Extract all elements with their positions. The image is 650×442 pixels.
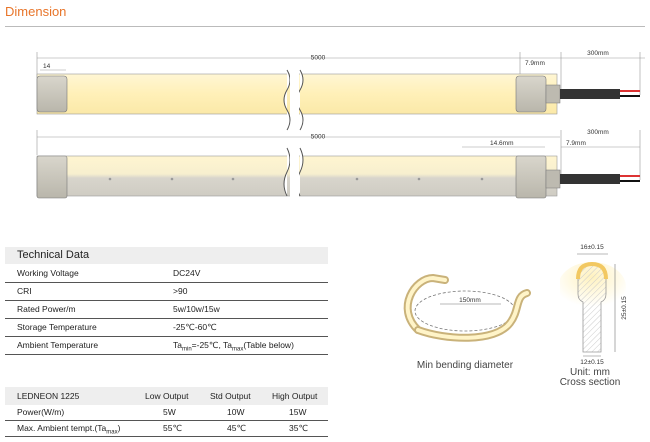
bending-diagram: 150mm — [403, 273, 531, 342]
table-row: Power(W/m) 5W 10W 15W — [5, 405, 328, 421]
table-row: CRI >90 — [5, 282, 328, 301]
row-label: Max. Ambient tempt.(Tamax) — [17, 423, 121, 436]
spec-label: Working Voltage — [17, 268, 79, 278]
strip2-cable: 300mm — [587, 129, 609, 136]
column-header: Low Output — [145, 391, 189, 401]
spec-value: DC24V — [173, 268, 201, 278]
spec-value: -25℃-60℃ — [173, 322, 217, 332]
spec-label: CRI — [17, 286, 32, 296]
spec-label: Ambient Temperature — [17, 340, 99, 350]
strip2-length: 5000 — [311, 134, 326, 141]
strip2-cap2: 7.9mm — [566, 140, 586, 147]
spec-label: Storage Temperature — [17, 322, 97, 332]
cross-bottom-dim: 12±0.15 — [580, 359, 604, 366]
strip-top-view: 5000 14 7.9mm 300mm — [36, 50, 645, 131]
cross-section-caption: Unit: mm Cross section — [550, 368, 630, 388]
table-row: Storage Temperature -25℃-60℃ — [5, 318, 328, 337]
column-header: LEDNEON 1225 — [17, 391, 80, 401]
spec-value: >90 — [173, 286, 188, 296]
table-row: Max. Ambient tempt.(Tamax) 55℃ 45℃ 35℃ — [5, 421, 328, 437]
dimension-drawing: 5000 14 7.9mm 300mm 5000 14.6mm 7.9mm 30… — [36, 50, 645, 199]
cell-value: 35℃ — [289, 423, 309, 433]
bending-caption: Min bending diameter — [416, 360, 514, 371]
cell-value: 45℃ — [227, 423, 247, 433]
strip2-cap: 14.6mm — [490, 140, 513, 147]
technical-data-title: Technical Data — [17, 249, 90, 261]
cell-value: 55℃ — [163, 423, 183, 433]
cell-value: 15W — [289, 407, 307, 417]
spec-value: Tamin=-25℃, Tamax(Table below) — [173, 340, 294, 353]
table-row: Rated Power/m 5w/10w/15w — [5, 300, 328, 319]
unit-label: Unit: mm — [570, 367, 610, 378]
cell-value: 5W — [163, 407, 176, 417]
output-table-header: LEDNEON 1225 Low Output Std Output High … — [5, 387, 328, 405]
title-divider — [5, 26, 645, 27]
cross-section-diagram: 16±0.15 25±0.15 12±0.15 — [560, 244, 628, 366]
spec-label: Rated Power/m — [17, 304, 76, 314]
strip-side-view: 5000 14.6mm 7.9mm 300mm — [36, 129, 641, 199]
spec-value: 5w/10w/15w — [173, 304, 220, 314]
cross-section-label: Cross section — [559, 377, 621, 388]
cross-top-dim: 16±0.15 — [580, 244, 604, 251]
table-row: Working Voltage DC24V — [5, 264, 328, 283]
cross-side-dim: 25±0.15 — [621, 296, 628, 320]
strip1-length: 5000 — [311, 55, 326, 62]
strip1-cable: 300mm — [587, 50, 609, 57]
strip1-cap: 7.9mm — [525, 60, 545, 67]
column-header: High Output — [272, 391, 318, 401]
table-row: Ambient Temperature Tamin=-25℃, Tamax(Ta… — [5, 336, 328, 355]
technical-data-header: Technical Data — [5, 247, 328, 264]
bending-radius: 150mm — [459, 297, 481, 304]
row-label: Power(W/m) — [17, 407, 65, 417]
column-header: Std Output — [210, 391, 251, 401]
section-title: Dimension — [5, 4, 67, 19]
cell-value: 10W — [227, 407, 245, 417]
strip1-width: 14 — [43, 63, 51, 70]
